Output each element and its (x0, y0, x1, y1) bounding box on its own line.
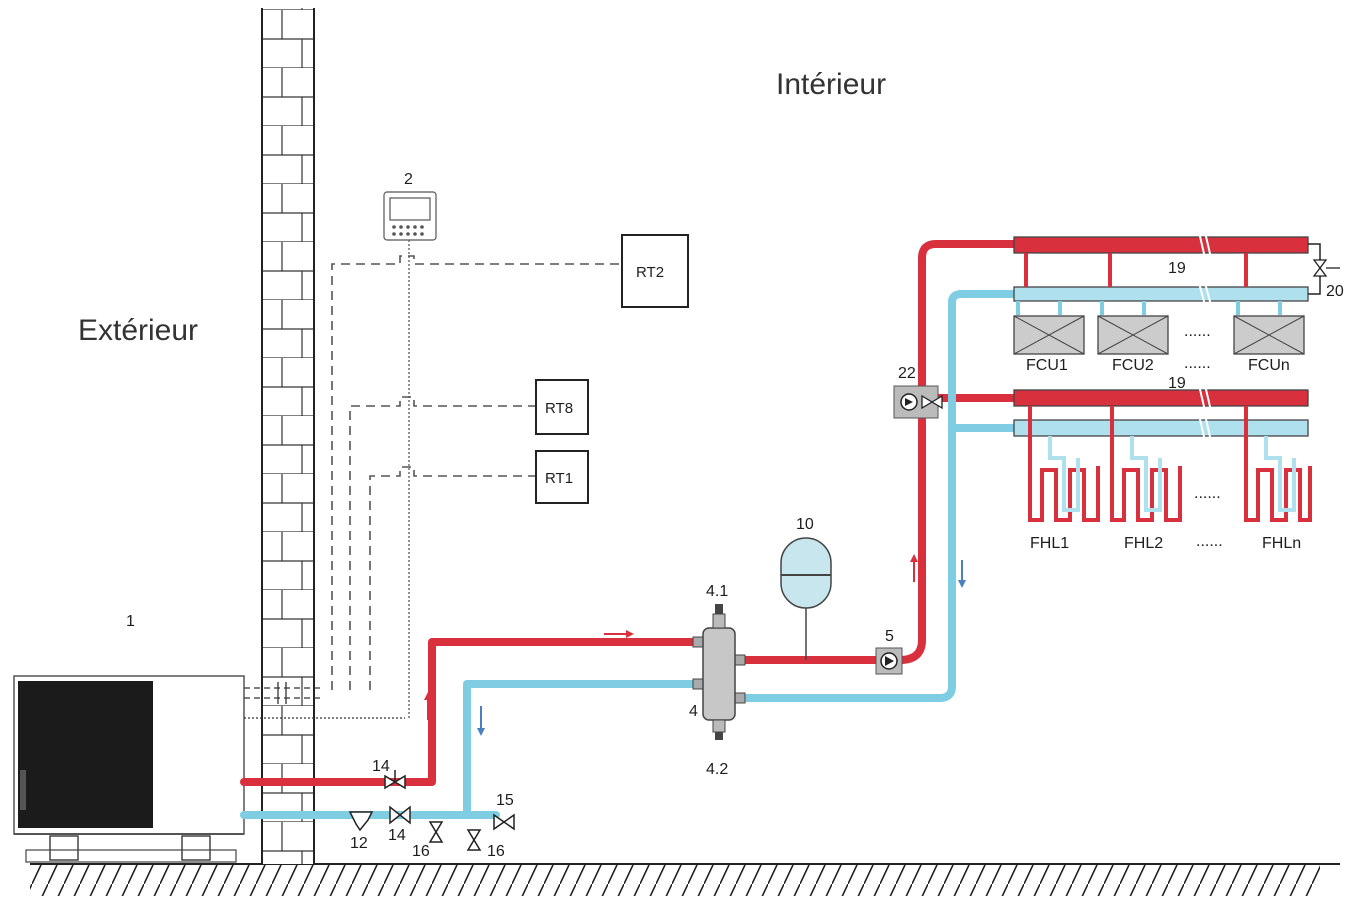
valve-15 (493, 813, 515, 831)
fcu-dots-bottom: ...... (1184, 355, 1211, 372)
filter (348, 811, 374, 832)
expansion-tank (780, 537, 832, 660)
label-mixing-valve: 22 (898, 365, 916, 382)
label-separator: 4 (689, 703, 698, 720)
fhl1-label: FHL1 (1030, 535, 1069, 552)
mixing-valve (893, 385, 943, 419)
label-pump: 5 (885, 628, 894, 645)
fcu-dots-top: ...... (1184, 323, 1211, 340)
floor-heating-loop-2 (1110, 406, 1182, 522)
fan-coil-unit-2 (1097, 315, 1169, 355)
valve-16-right (466, 829, 482, 851)
brick-wall (261, 8, 315, 864)
label-valve-20: 20 (1326, 283, 1344, 300)
label-valve-hot: 14 (372, 758, 390, 775)
label-valve-cold: 14 (388, 827, 406, 844)
label-drain: 4.2 (706, 761, 728, 778)
hot-water-pipe (240, 240, 1018, 786)
label-air-vent: 4.1 (706, 583, 728, 600)
thermostat-rt2-label: RT2 (636, 264, 664, 281)
valve-cold (389, 805, 411, 825)
inside-label: Intérieur (776, 68, 886, 101)
heat-pump-unit (13, 675, 245, 863)
fcu-collector-supply (1013, 231, 1309, 259)
label-collector-fhl: 19 (1168, 375, 1186, 392)
wall-pipe-passage (244, 682, 405, 719)
valve-16-left (428, 821, 444, 843)
fan-coil-unit-1 (1013, 315, 1085, 355)
fhl-collector-supply (1013, 384, 1309, 412)
hydraulic-separator (692, 604, 746, 740)
fhl-dots-top: ...... (1194, 485, 1221, 502)
floor-heating-loop-1 (1028, 406, 1100, 522)
fhln-label: FHLn (1262, 535, 1301, 552)
fcun-label: FCUn (1248, 357, 1290, 374)
label-collector-fcu: 19 (1168, 260, 1186, 277)
floor-heating-loop-n (1244, 406, 1312, 522)
fhl-dots-bottom: ...... (1196, 533, 1223, 550)
fcu1-label: FCU1 (1026, 357, 1068, 374)
circulation-pump (875, 647, 903, 675)
thermostat-rt1: RT1 (535, 450, 589, 504)
fhl-collector-return (1013, 414, 1309, 442)
fcu2-label: FCU2 (1112, 357, 1154, 374)
fcu-risers (1016, 253, 1282, 315)
thermostat-rt2: RT2 (621, 234, 689, 308)
thermostat-rt8-label: RT8 (545, 400, 573, 417)
wired-controller (383, 191, 437, 241)
label-valve-16a: 16 (412, 843, 430, 860)
control-wiring (331, 240, 622, 718)
label-filter: 12 (350, 835, 368, 852)
valve-hot (384, 770, 406, 790)
valve-20 (1308, 243, 1340, 295)
label-expansion-tank: 10 (796, 516, 814, 533)
label-controller: 2 (404, 171, 413, 188)
label-valve-15: 15 (496, 792, 514, 809)
fhl2-label: FHL2 (1124, 535, 1163, 552)
outside-label: Extérieur (78, 314, 198, 347)
thermostat-rt8: RT8 (535, 379, 589, 435)
thermostat-rt1-label: RT1 (545, 470, 573, 487)
label-heat-pump: 1 (126, 613, 135, 630)
flow-arrows (424, 554, 966, 736)
fan-coil-unit-n (1233, 315, 1305, 355)
ground (30, 863, 1340, 896)
label-valve-16b: 16 (487, 843, 505, 860)
